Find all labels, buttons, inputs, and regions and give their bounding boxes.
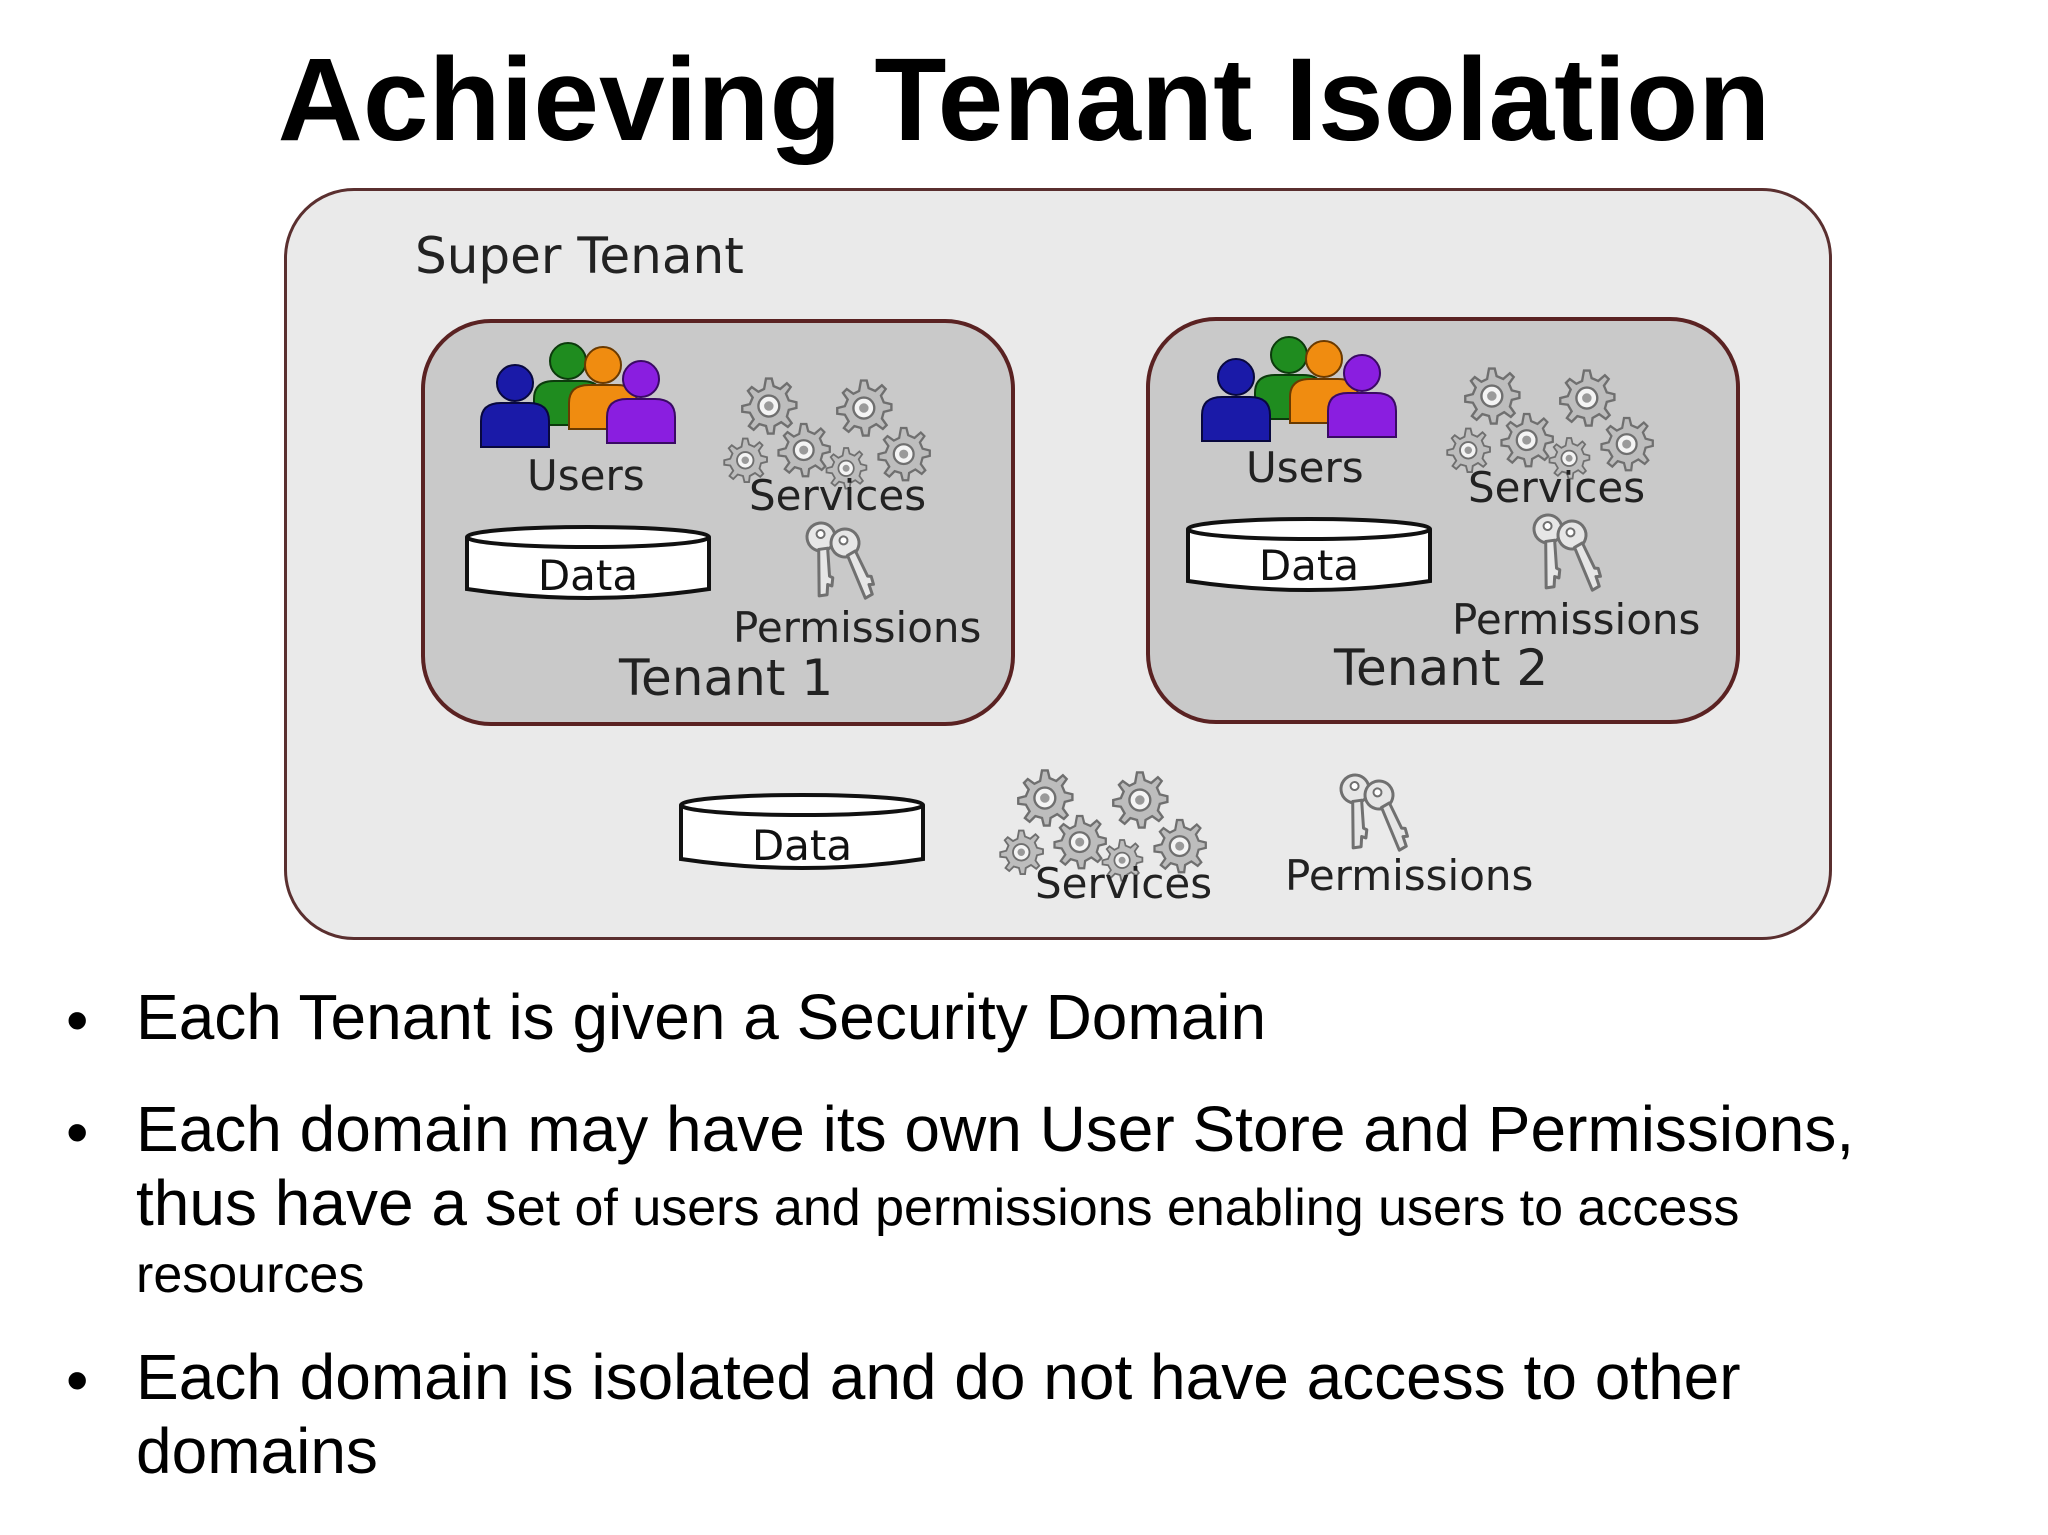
users-group-icon	[1201, 336, 1397, 442]
super-tenant-label: Super Tenant	[415, 227, 744, 285]
tenant-permissions-label: Permissions	[1452, 595, 1701, 644]
bullet-text: Each domain may have its own User Store …	[136, 1092, 2016, 1305]
tenant-name-label: Tenant 2	[1334, 639, 1549, 697]
tenant-data-label: Data	[1258, 541, 1360, 590]
bullet-line: Each domain is isolated and do not have …	[136, 1341, 1741, 1413]
tenant-name-label: Tenant 1	[619, 649, 834, 707]
tenant-permissions-label: Permissions	[733, 603, 982, 652]
users-group-icon	[480, 342, 676, 448]
tenant-box-2: Users Services Data Permissions Tenant 2	[1146, 317, 1740, 724]
shared-services-label: Services	[1035, 859, 1213, 908]
tenant-services-label: Services	[749, 471, 927, 520]
bullet-text: Each domain is isolated and do not have …	[136, 1340, 2016, 1488]
tenant-box-1: Users Services Data Permissions Tenant 1	[421, 319, 1015, 726]
keys-icon	[1530, 511, 1610, 594]
bullet-line: resources	[136, 1246, 365, 1304]
bullet-marker: •	[66, 1096, 89, 1168]
bullet-line: Each domain may have its own User Store …	[136, 1093, 1855, 1165]
tenant-data-label: Data	[537, 551, 639, 600]
shared-permissions-label: Permissions	[1285, 851, 1534, 900]
bullet-marker: •	[66, 984, 89, 1056]
tenant-users-label: Users	[527, 451, 645, 500]
bullet-line-large: thus have a s	[136, 1167, 517, 1239]
super-tenant-box: Super Tenant Users Services Data Per	[284, 188, 1832, 940]
database-cylinder-icon	[679, 793, 925, 870]
keys-icon	[1337, 771, 1417, 854]
tenant-users-label: Users	[1246, 443, 1364, 492]
database-cylinder-icon	[1186, 517, 1432, 592]
slide-title: Achieving Tenant Isolation	[277, 34, 1771, 166]
bullet-marker: •	[66, 1344, 89, 1416]
bullet-line: domains	[136, 1415, 378, 1487]
bullet-text: Each Tenant is given a Security Domain	[136, 981, 1267, 1053]
keys-icon	[803, 519, 883, 602]
database-cylinder-icon	[465, 525, 711, 600]
shared-data-label: Data	[751, 821, 853, 870]
bullet-line: thus have a set of users and permissions…	[136, 1166, 2016, 1245]
tenant-services-label: Services	[1468, 463, 1646, 512]
bullet-line-small: et of users and permissions enabling use…	[516, 1179, 1740, 1237]
